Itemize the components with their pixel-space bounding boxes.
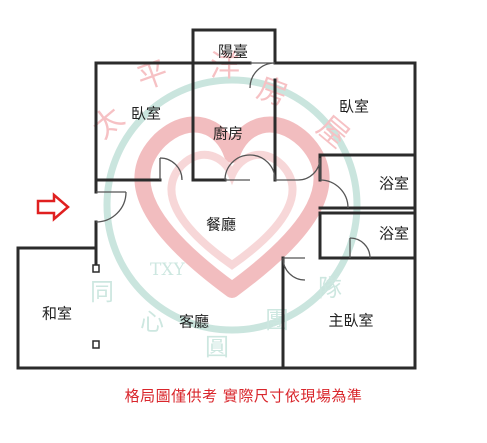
room-label-living: 客廳 [178,312,210,331]
watermark-char: 房 [252,71,292,114]
door-swing-kitchen-right [249,154,276,181]
door-swing-bedroom-right [275,157,321,181]
room-label-bedroom-right: 臥室 [338,97,370,116]
doors [95,62,371,281]
door-swing-master [282,257,306,281]
room-label-master-bedroom: 主臥室 [328,311,374,330]
watermark-inner-heart-icon [167,150,297,270]
door-swing-entrance [95,191,127,223]
watermark-heart-icon [134,116,330,298]
watermark-char: 團 [265,306,289,334]
room-label-kitchen: 廚房 [212,124,244,143]
door-swing-bath-lower [349,237,371,259]
watermark-ring [103,76,361,334]
watermark-char: 圓 [205,333,229,361]
wall-balcony [191,28,277,65]
wall-top-right [273,61,417,157]
room-label-japanese-room: 和室 [41,304,73,323]
room-label-bath-lower: 浴室 [378,224,410,243]
watermark-char: 心 [140,308,164,336]
room-label-dining: 餐廳 [205,215,237,234]
watermark-logo: 太 平 洋 房 屋 同 心 圓 團 隊 TXY [86,49,361,361]
room-label-bedroom-left: 臥室 [130,104,162,123]
room-label-bath-upper: 浴室 [378,174,410,193]
door-swing-bath-upper [319,179,349,209]
door-swing-balcony [249,62,276,89]
wall-japanese-room [16,246,98,370]
slide-marker [92,264,100,273]
entry-arrow-icon [36,192,70,222]
watermark-char: 洋 [210,49,240,84]
watermark-char: 平 [133,54,173,97]
walls [16,28,417,370]
watermark-char: 同 [90,278,114,306]
watermark-char: 隊 [318,274,342,302]
watermark-logo-text: TXY [150,260,185,280]
room-label-balcony: 陽臺 [217,42,249,61]
slide-marker [92,340,100,349]
door-swing-kitchen [224,154,251,181]
disclaimer-caption: 格局圖僅供考 實際尺寸依現場為準 [124,387,363,405]
wall-bath-right [281,153,417,370]
door-swing-bedroom-left [159,157,183,181]
